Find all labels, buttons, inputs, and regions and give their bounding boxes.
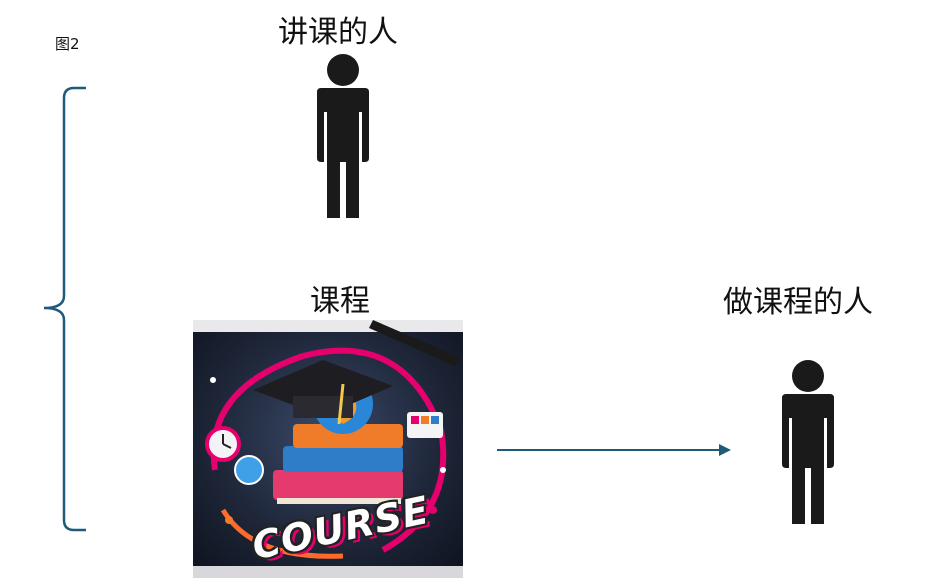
- figure-label: 图2: [55, 35, 80, 53]
- lecturer-person-icon: [317, 54, 369, 218]
- course-label: 课程: [310, 284, 370, 319]
- grouping-bracket: [43, 86, 86, 532]
- course-maker-person-icon: [782, 360, 834, 524]
- flow-arrow: [497, 444, 731, 456]
- lecturer-label: 讲课的人: [278, 15, 398, 50]
- course-image: COURSE: [193, 320, 463, 578]
- course-maker-label: 做课程的人: [723, 285, 873, 320]
